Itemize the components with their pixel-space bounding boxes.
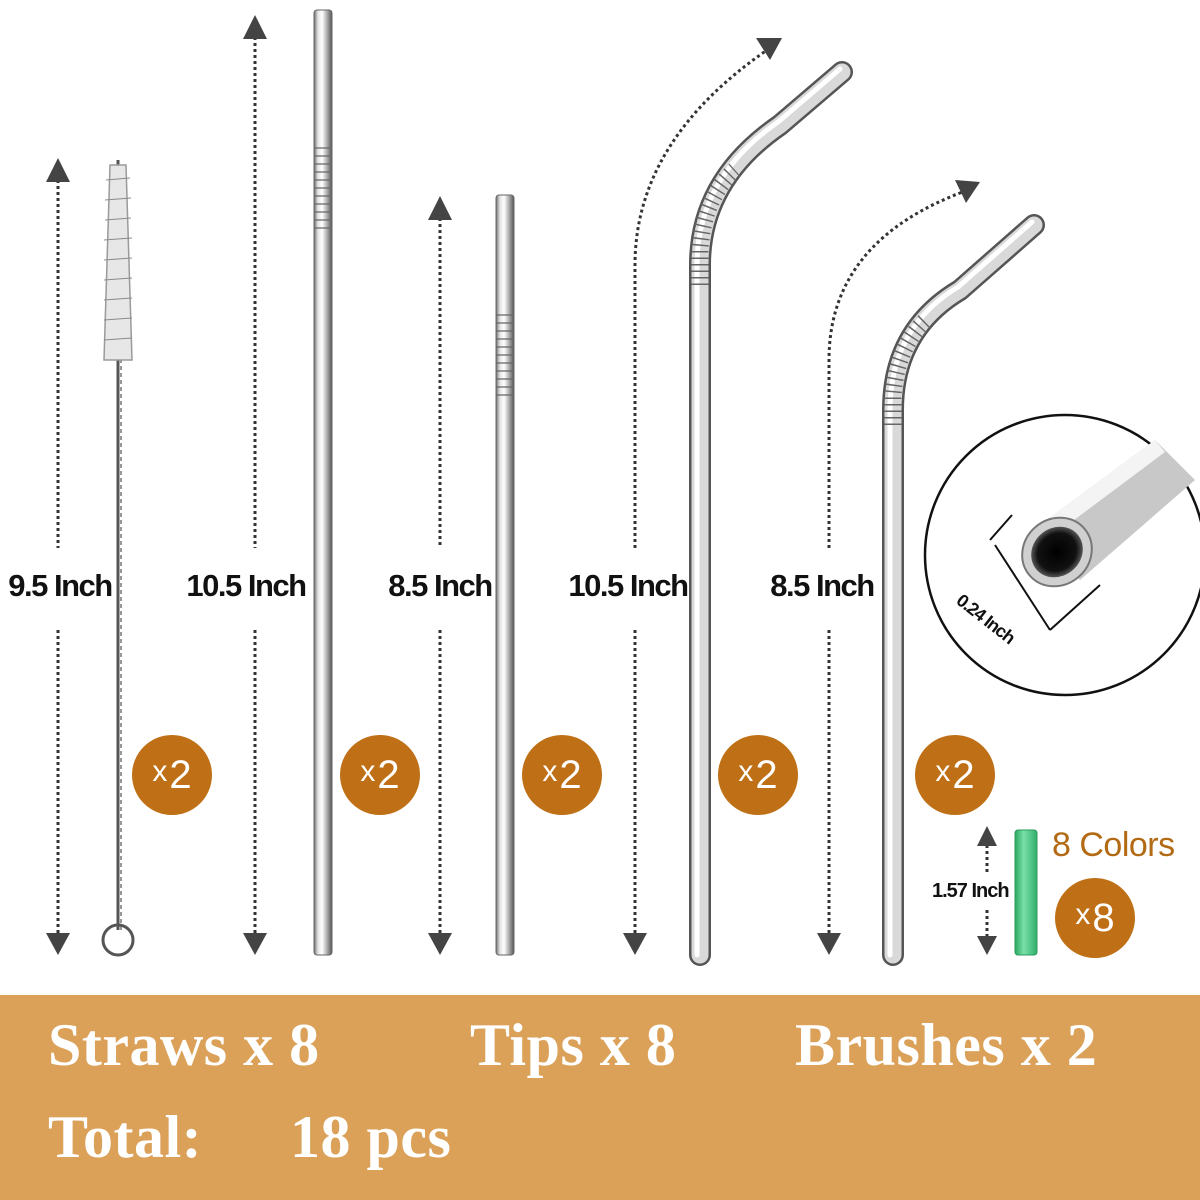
tips-count: Tips x 8 [470, 1012, 677, 1078]
badge-multiplier: x [542, 755, 558, 788]
dimension-arrow-straight-long [243, 15, 267, 955]
dimension-label-bent-long: 10.5 Inch [568, 568, 689, 603]
brushes-count: Brushes x 2 [795, 1012, 1098, 1078]
dimension-arrow-tip [977, 826, 997, 955]
straight-straw-short [495, 194, 515, 956]
badge-multiplier: x [738, 755, 754, 788]
badge-multiplier: x [360, 755, 376, 788]
badge-count: 2 [952, 752, 975, 797]
badge-count: 2 [559, 752, 582, 797]
diameter-detail [923, 413, 1200, 697]
dimension-arrow-brush [46, 158, 70, 955]
dimension-label-bent-short: 8.5 Inch [770, 568, 875, 603]
badge-count: 2 [755, 752, 778, 797]
badge-count: 2 [377, 752, 400, 797]
dimension-label-straight-long: 10.5 Inch [186, 568, 307, 603]
bent-straw-long [689, 61, 853, 966]
badge-count: 8 [1092, 895, 1115, 940]
dimension-arrow-bent-long [623, 38, 782, 955]
dimension-label-tip: 1.57 Inch [932, 880, 1010, 902]
badge-count: 2 [169, 752, 192, 797]
colors-label: 8 Colors [1052, 826, 1175, 864]
summary-banner: Straws x 8 Tips x 8 Brushes x 2 Total: 1… [0, 995, 1200, 1200]
bent-straw-short [882, 214, 1045, 966]
straight-straw-long [313, 9, 333, 956]
badge-multiplier: x [935, 755, 951, 788]
straws-count: Straws x 8 [48, 1012, 320, 1078]
dimension-label-straight-short: 8.5 Inch [388, 568, 493, 603]
dimension-label-brush: 9.5 Inch [8, 568, 113, 603]
cleaning-brush [101, 160, 135, 957]
badge-multiplier: x [1075, 898, 1091, 931]
badge-multiplier: x [152, 755, 168, 788]
total-value: 18 pcs [290, 1104, 452, 1170]
dimension-arrow-bent-short [817, 180, 980, 955]
dimension-arrow-straight-short [428, 196, 452, 955]
silicone-tip [1014, 829, 1038, 956]
total-label: Total: [48, 1104, 203, 1170]
